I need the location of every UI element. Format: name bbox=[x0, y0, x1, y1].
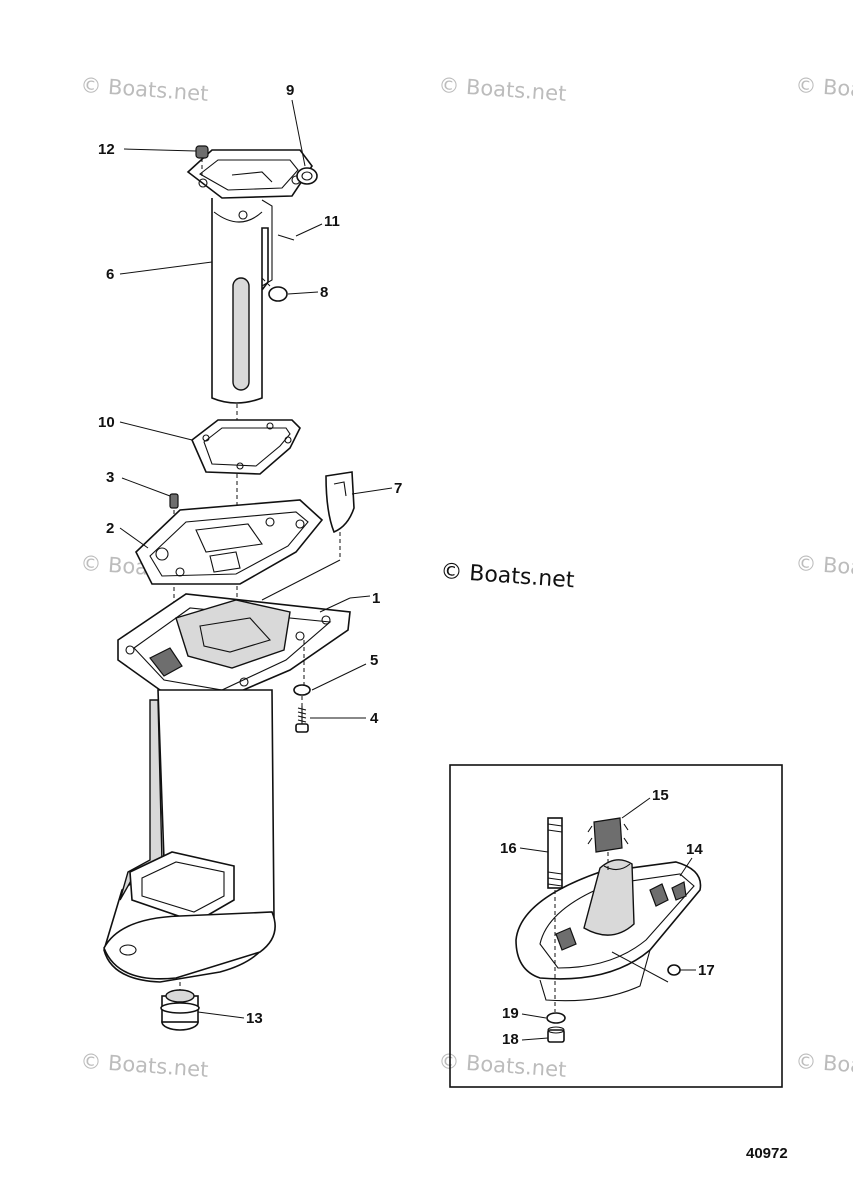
grommet-13 bbox=[160, 989, 245, 1031]
watermark-top-right: © Boats.net bbox=[795, 73, 853, 106]
pin-11 bbox=[277, 223, 323, 241]
callout-12: 12 bbox=[98, 141, 115, 158]
callout-14: 14 bbox=[686, 841, 703, 858]
washer-5 bbox=[293, 663, 367, 696]
callout-11: 11 bbox=[324, 213, 340, 230]
callout-13: 13 bbox=[246, 1010, 263, 1027]
gasket-10 bbox=[119, 419, 301, 475]
callout-3: 3 bbox=[106, 469, 114, 486]
callout-17: 17 bbox=[698, 962, 715, 979]
watermark-bottom-center: © Boats.net bbox=[438, 1049, 567, 1082]
callout-19: 19 bbox=[502, 1005, 519, 1022]
watermark-bottom-right: © Boats.net bbox=[795, 1049, 853, 1082]
watermark-top-center: © Boats.net bbox=[438, 73, 567, 106]
callout-2: 2 bbox=[106, 520, 114, 537]
inset-detail bbox=[449, 764, 783, 1088]
callout-7: 7 bbox=[394, 480, 402, 497]
callout-18: 18 bbox=[502, 1031, 519, 1048]
watermark-bottom-left: © Boats.net bbox=[80, 1049, 209, 1082]
callout-15: 15 bbox=[652, 787, 669, 804]
callout-8: 8 bbox=[320, 284, 328, 301]
drive-shaft-housing-lower bbox=[103, 593, 371, 996]
callout-labels: 1 2 3 4 5 6 7 8 9 10 11 12 13 14 15 16 1… bbox=[98, 82, 715, 1048]
watermark-mid-right: © Boats.net bbox=[795, 551, 853, 584]
screw-12 bbox=[123, 145, 209, 176]
callout-16: 16 bbox=[500, 840, 517, 857]
callout-5: 5 bbox=[370, 652, 378, 669]
drive-shaft-housing-upper bbox=[186, 149, 313, 404]
cover-7 bbox=[261, 471, 393, 601]
callout-1: 1 bbox=[372, 590, 380, 607]
watermark-top-left: © Boats.net bbox=[80, 73, 209, 106]
screw-4 bbox=[295, 706, 366, 733]
gasket-2 bbox=[119, 499, 324, 585]
callout-9: 9 bbox=[286, 82, 294, 99]
callout-10: 10 bbox=[98, 414, 115, 431]
watermark-center: © Boats.net bbox=[440, 559, 576, 593]
bushing-8 bbox=[261, 277, 319, 302]
grommet-9 bbox=[291, 99, 318, 185]
figure-number: 40972 bbox=[746, 1145, 788, 1162]
callout-4: 4 bbox=[370, 710, 379, 727]
callout-6: 6 bbox=[106, 266, 114, 283]
